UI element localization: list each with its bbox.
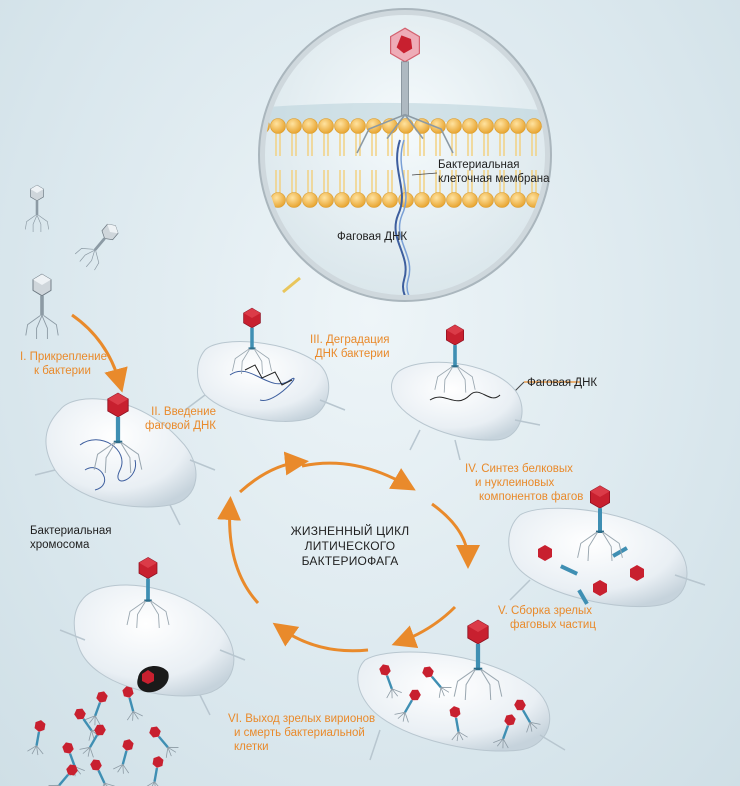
- stage-6-label: VI. Выход зрелых вирионов и смерть бакте…: [228, 713, 376, 753]
- magnifier-lens: [265, 15, 545, 295]
- stage-4-label: IV. Синтез белковых и нуклеиновых компон…: [465, 463, 584, 503]
- cell-stage-5: [508, 485, 706, 608]
- stage-2-label: II. Введение фаговой ДНК: [145, 406, 216, 432]
- cell-stage-4: [391, 324, 541, 461]
- attach-arrow: [71, 313, 128, 393]
- cycle-arrows: [217, 451, 480, 653]
- cell-stage-2: [34, 392, 216, 526]
- stage-1-label: I. Прикрепление к бактерии: [20, 351, 107, 377]
- membrane-label: Бактериальная клеточная мембрана: [438, 159, 550, 185]
- free-phage-1: [24, 184, 50, 233]
- cycle-title-line-3: БАКТЕРИОФАГА: [301, 554, 399, 568]
- stage-3-label: III. Деградация ДНК бактерии: [310, 334, 390, 360]
- stage-5-label: V. Сборка зрелых фаговых частиц: [498, 605, 596, 631]
- free-phage-2: [73, 217, 126, 273]
- cycle-title: ЖИЗНЕННЫЙ ЦИКЛ ЛИТИЧЕСКОГО БАКТЕРИОФАГА: [270, 524, 430, 569]
- inset-phage-dna-label: Фаговая ДНК: [337, 231, 408, 243]
- cycle-title-line-2: ЛИТИЧЕСКОГО: [304, 539, 396, 553]
- phage-dna-label: Фаговая ДНК: [527, 377, 598, 389]
- cycle-title-line-1: ЖИЗНЕННЫЙ ЦИКЛ: [290, 524, 410, 538]
- free-phage-3: [25, 273, 59, 340]
- cell-stage-6: [59, 557, 246, 716]
- released-phages: [26, 683, 181, 786]
- cell-stage-3: [184, 307, 346, 422]
- cell-stage-5b: [357, 619, 566, 761]
- inset-phage-icon: [356, 27, 454, 154]
- lens-pointer: [282, 276, 301, 294]
- chromosome-label: Бактериальная хромосома: [30, 525, 112, 551]
